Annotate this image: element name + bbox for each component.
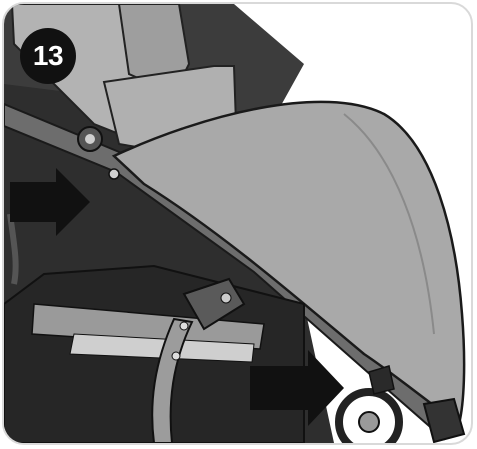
wheel-hub — [359, 412, 379, 432]
leg-rivet — [172, 352, 180, 360]
step-number-badge: 13 — [20, 28, 76, 84]
instruction-panel: 13 — [2, 2, 473, 445]
clip-upper — [109, 169, 119, 179]
stroller-illustration — [4, 4, 471, 443]
hinge-bolt-center — [85, 134, 95, 144]
leg-rivet — [180, 322, 188, 330]
footmuff-strap — [369, 366, 394, 394]
joint-rivet — [221, 293, 231, 303]
